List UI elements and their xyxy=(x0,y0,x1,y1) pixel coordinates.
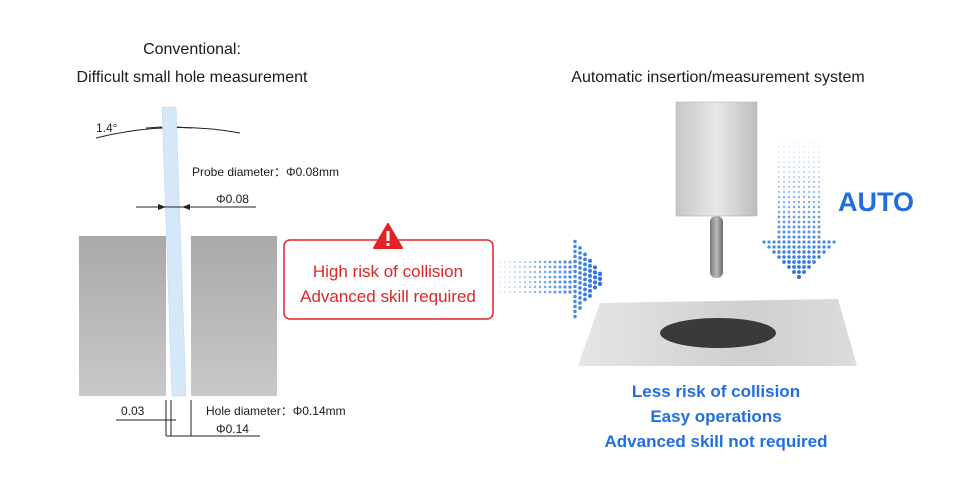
workpiece-hole xyxy=(660,318,776,348)
hole-dim-value: Φ0.14 xyxy=(216,422,249,436)
left-title-line2: Difficult small hole measurement xyxy=(77,69,308,86)
right-title: Automatic insertion/measurement system xyxy=(571,69,864,86)
probe-dim-arrow-left xyxy=(158,204,166,210)
benefit-1: Less risk of collision xyxy=(632,382,800,401)
hole-diameter-label: Hole diameter：Φ0.14mm xyxy=(206,404,346,418)
probe-dim-arrow-right xyxy=(182,204,190,210)
work-block-right xyxy=(191,236,277,396)
angle-label: 1.4° xyxy=(96,121,118,135)
benefit-2: Easy operations xyxy=(650,407,781,426)
auto-label: AUTO xyxy=(838,187,914,217)
warning-line2: Advanced skill required xyxy=(300,287,476,306)
probe-dim-value: Φ0.08 xyxy=(216,192,249,206)
angle-arrow-left xyxy=(145,126,163,129)
warning-line1: High risk of collision xyxy=(313,262,463,281)
probe-diameter-label: Probe diameter：Φ0.08mm xyxy=(192,165,339,179)
probe-head xyxy=(675,101,758,217)
warning-triangle-icon xyxy=(373,223,403,249)
angle-arrow-right xyxy=(175,126,193,129)
probe-stylus xyxy=(710,216,723,278)
left-title-line1: Conventional: xyxy=(143,41,241,58)
dotted-arrow-right xyxy=(499,239,603,319)
dotted-arrow-down xyxy=(762,141,836,279)
probe xyxy=(161,106,187,397)
work-block-left xyxy=(79,236,166,396)
benefit-3: Advanced skill not required xyxy=(605,432,828,451)
gap-dim-value: 0.03 xyxy=(121,404,145,418)
